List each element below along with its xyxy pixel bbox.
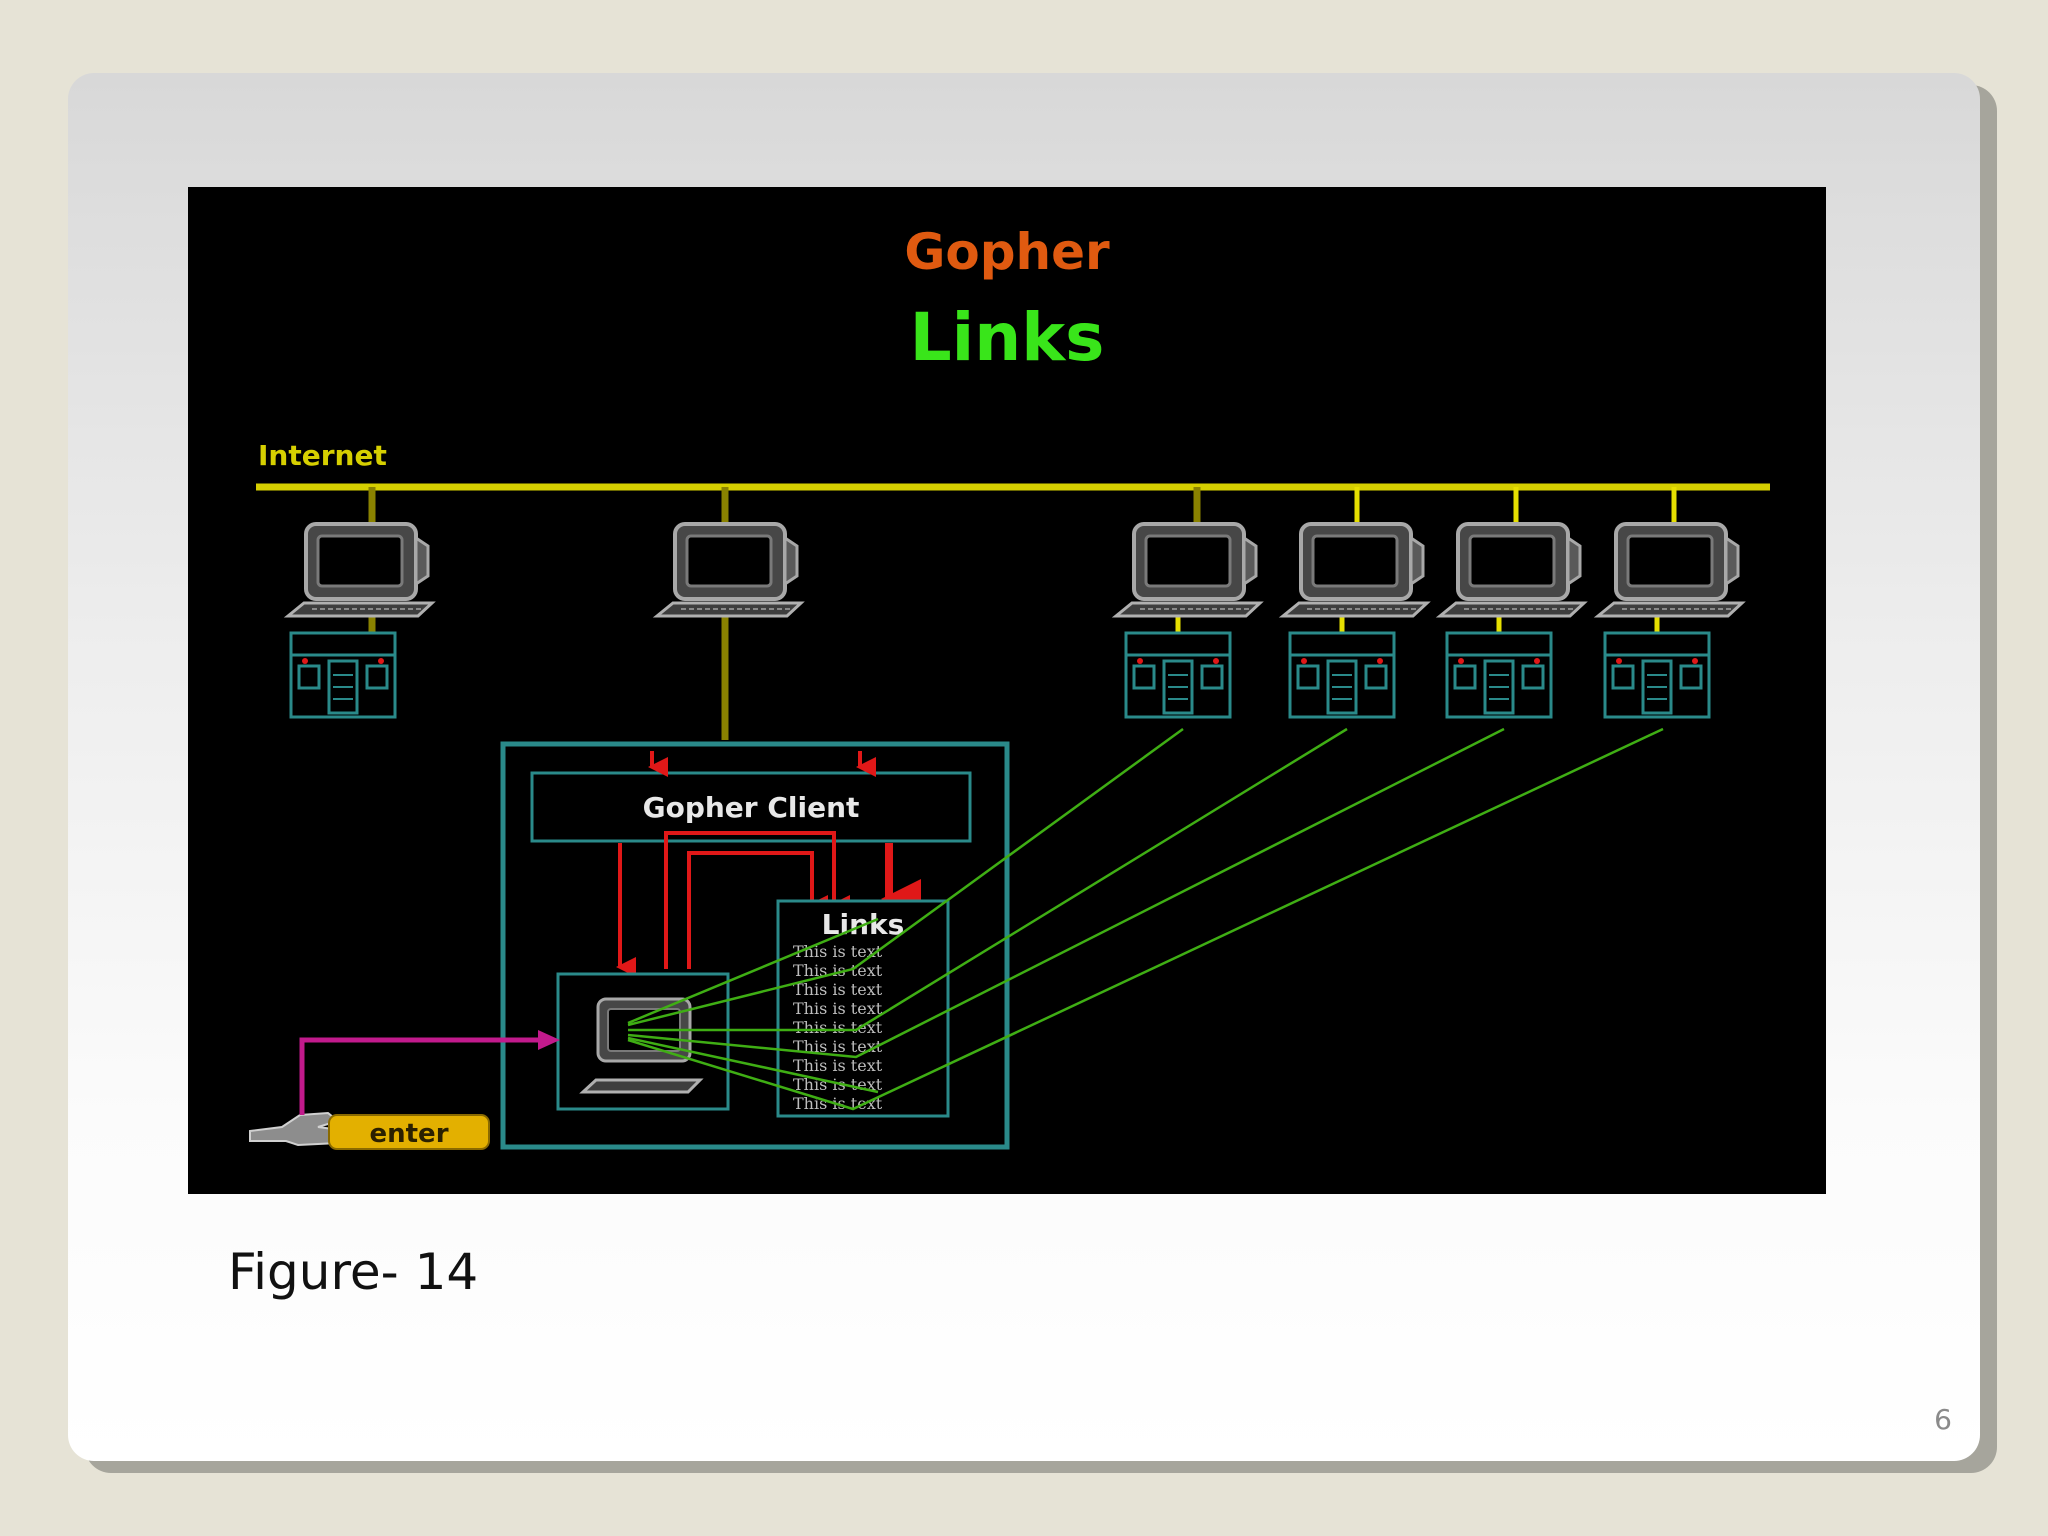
computer-icon-3 xyxy=(1114,522,1262,618)
client-system-frame xyxy=(500,741,1010,1150)
red-arrows xyxy=(616,751,921,977)
gopher-client-box xyxy=(530,771,972,843)
links-row: This is text xyxy=(793,1056,883,1075)
enter-key-label: enter xyxy=(369,1119,448,1149)
links-list: This is text This is text This is text T… xyxy=(793,942,883,1113)
computer-icon-2 xyxy=(655,522,803,618)
links-row: This is text xyxy=(793,980,883,999)
input-arrow xyxy=(299,1037,546,1115)
server-icon-1 xyxy=(289,631,397,719)
links-row: This is text xyxy=(793,999,883,1018)
network-drops xyxy=(368,487,1201,740)
page-number: 6 xyxy=(1934,1403,1952,1436)
internet-label: Internet xyxy=(258,439,387,472)
server-icon-3 xyxy=(1288,631,1396,719)
links-row: This is text xyxy=(793,1018,883,1037)
computer-icon-5 xyxy=(1438,522,1586,618)
gopher-client-label: Gopher Client xyxy=(643,791,860,824)
computer-icon-6 xyxy=(1596,522,1744,618)
network-drops-bright xyxy=(1175,487,1677,633)
links-panel xyxy=(776,899,950,1118)
server-icon-2 xyxy=(1124,631,1232,719)
slide: Gopher Links Internet xyxy=(68,73,1980,1461)
links-row: This is text xyxy=(793,1037,883,1056)
links-row: This is text xyxy=(793,942,883,961)
gopher-diagram: Gopher Links Internet xyxy=(188,187,1826,1194)
server-icon-5 xyxy=(1603,631,1711,719)
figure-caption: Figure- 14 xyxy=(228,1243,479,1301)
links-row: This is text xyxy=(793,961,883,980)
input-arrow-head xyxy=(538,1030,560,1050)
diagram-subtitle: Links xyxy=(910,299,1105,376)
computer-icon-4 xyxy=(1281,522,1429,618)
server-icon-4 xyxy=(1445,631,1553,719)
enter-key xyxy=(328,1114,490,1150)
link-lines xyxy=(627,727,1664,1111)
computer-icon-1 xyxy=(286,522,434,618)
diagram-title: Gopher xyxy=(904,223,1110,281)
